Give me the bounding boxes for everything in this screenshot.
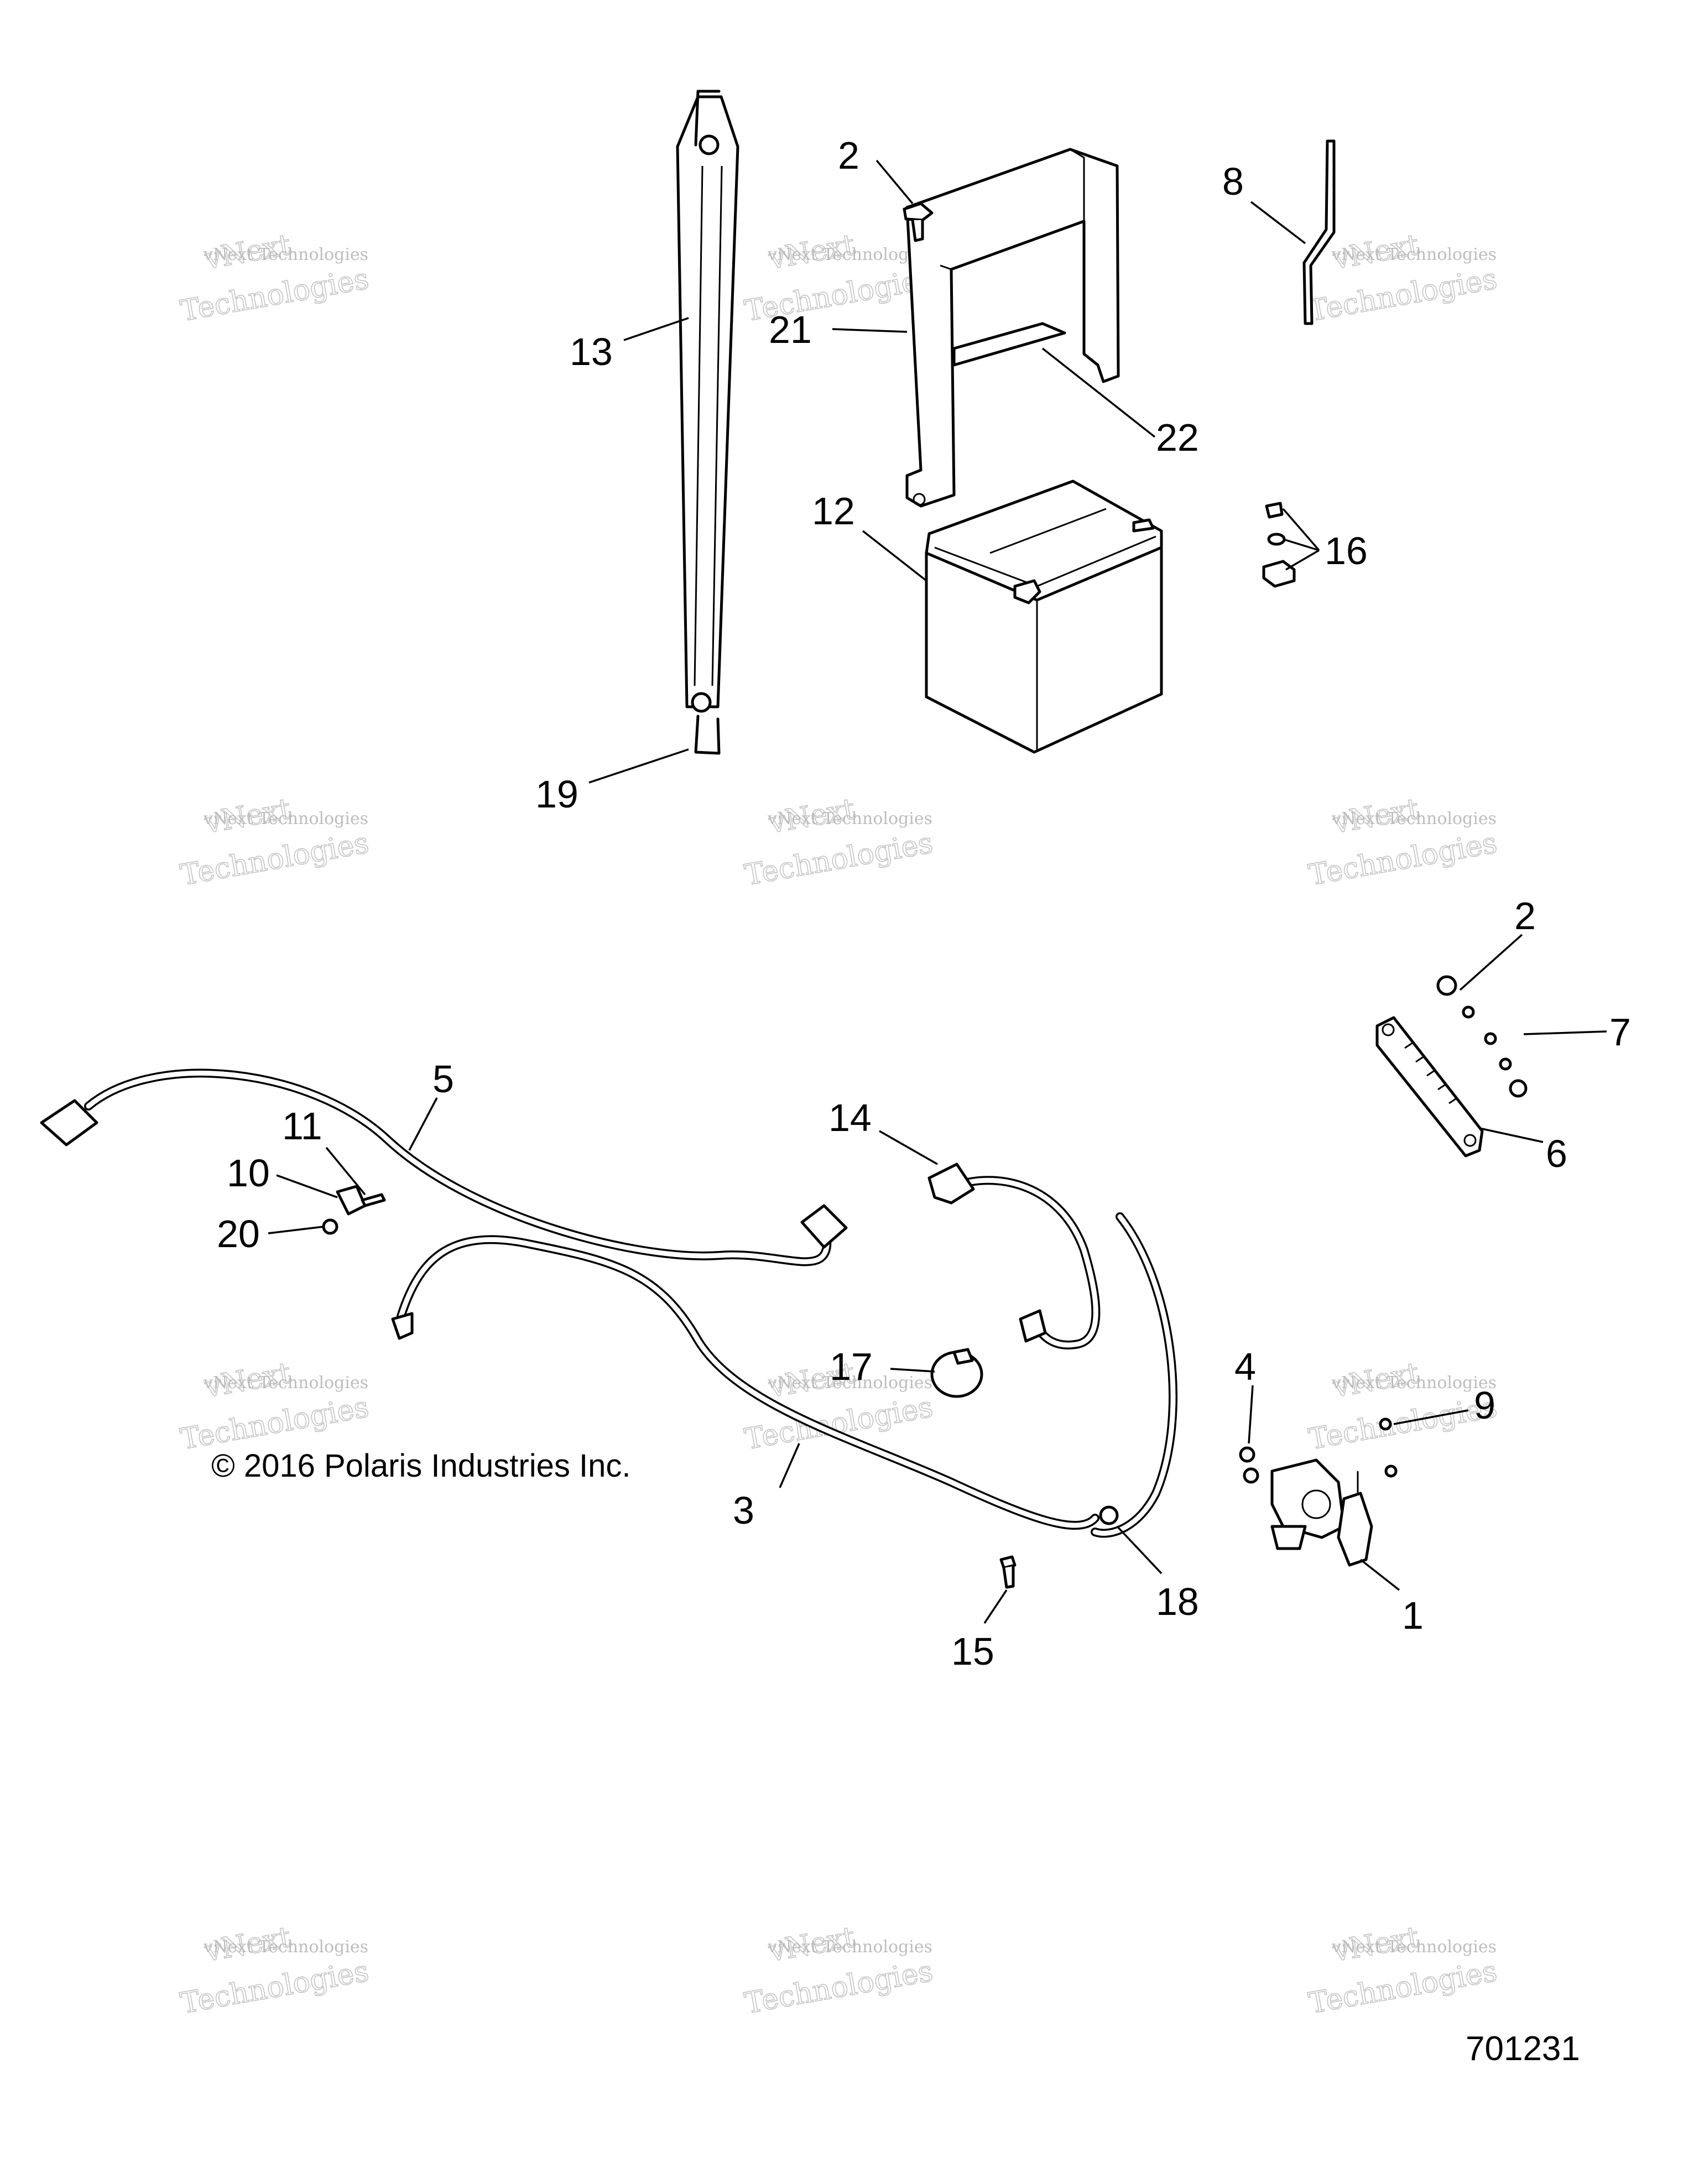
- callout-3: 3: [733, 1489, 754, 1532]
- cable-part-18-lead: [1091, 1212, 1177, 1538]
- callout-19: 19: [535, 773, 579, 816]
- watermark-large: Technologies: [178, 262, 371, 328]
- callout-18: 18: [1156, 1580, 1199, 1623]
- callout-8: 8: [1222, 160, 1244, 203]
- watermark-small: vNext Technologies: [767, 1937, 932, 1957]
- push-pin-part-15: [999, 1555, 1017, 1589]
- cable-part-14: [927, 1163, 1101, 1349]
- callout-13: 13: [570, 330, 613, 373]
- terminal-bolt-part-16: [1262, 502, 1296, 588]
- callout-21: 21: [769, 308, 812, 351]
- callout-12: 12: [812, 489, 855, 533]
- nuts-part-7: [1462, 1005, 1528, 1098]
- solenoid-part-1: [1270, 1458, 1373, 1567]
- callout-15: 15: [951, 1630, 994, 1673]
- callout-16: 16: [1325, 529, 1368, 572]
- callout-6: 6: [1546, 1132, 1567, 1175]
- hose-clamp-part-17: [930, 1348, 983, 1398]
- leader-lines: [268, 159, 1607, 1624]
- callout-7: 7: [1609, 1010, 1631, 1054]
- terminal-block-part-6: [1375, 1016, 1484, 1158]
- watermark-7: Technologies vNext vNext Technologies: [178, 1356, 372, 1457]
- screw-part-11: [361, 1193, 386, 1207]
- callout-14: 14: [828, 1096, 872, 1139]
- bolt-part-2-top: [903, 202, 934, 242]
- watermark-5: Technologies vNext vNext Technologies: [742, 792, 936, 893]
- callout-4: 4: [1234, 1345, 1256, 1388]
- nut-part-20: [322, 1218, 338, 1235]
- watermark-12: Technologies vNext vNext Technologies: [1306, 1920, 1500, 2021]
- watermark-6: Technologies vNext vNext Technologies: [1306, 792, 1500, 893]
- callout-11: 11: [282, 1104, 322, 1148]
- watermark-small: vNext Technologies: [203, 809, 368, 828]
- cable-part-5: [40, 1068, 848, 1266]
- watermark-3: Technologies vNext vNext Technologies: [1306, 228, 1500, 329]
- watermark-small: vNext Technologies: [1331, 1937, 1497, 1957]
- watermark-small: vNext Technologies: [203, 1373, 368, 1393]
- watermark-10: Technologies vNext vNext Technologies: [178, 1920, 372, 2021]
- callout-10: 10: [227, 1151, 270, 1195]
- watermark-small: vNext Technologies: [1331, 245, 1497, 264]
- nuts-part-4: [1239, 1446, 1259, 1484]
- watermark-large: Technologies: [742, 1954, 935, 2020]
- watermark-small: vNext Technologies: [767, 1373, 932, 1393]
- watermark-small: vNext Technologies: [203, 1937, 368, 1957]
- watermark-11: Technologies vNext vNext Technologies: [742, 1920, 936, 2021]
- watermark-large: Technologies: [742, 826, 935, 892]
- watermark-small: vNext Technologies: [1331, 809, 1497, 828]
- figure-number: 701231: [1466, 2030, 1580, 2068]
- watermark-4: Technologies vNext vNext Technologies: [178, 792, 372, 893]
- watermark-large: Technologies: [178, 1954, 371, 2020]
- watermark-small: vNext Technologies: [767, 245, 932, 264]
- grommet-part-18: [1099, 1505, 1119, 1525]
- screws-part-9: [1379, 1417, 1398, 1478]
- battery-part-12: [925, 479, 1163, 754]
- watermark-large: Technologies: [178, 826, 371, 892]
- battery-pad-part-22: [952, 322, 1066, 367]
- watermark-small: vNext Technologies: [1331, 1373, 1497, 1393]
- watermark-9: Technologies vNext vNext Technologies: [1306, 1356, 1500, 1457]
- watermark-large: Technologies: [1306, 1390, 1499, 1456]
- watermark-1: Technologies vNext vNext Technologies: [178, 228, 372, 329]
- battery-bracket-part-21: [905, 148, 1120, 508]
- callout-2-top: 2: [838, 134, 859, 177]
- battery-strap-part-13: [676, 90, 739, 713]
- watermark-large: Technologies: [1306, 1954, 1499, 2020]
- callout-5: 5: [432, 1057, 454, 1101]
- vent-rod-part-8: [1302, 139, 1336, 325]
- callout-22: 22: [1156, 416, 1199, 459]
- watermark-large: Technologies: [1306, 262, 1499, 328]
- watermark-small: vNext Technologies: [767, 809, 932, 828]
- watermark-large: Technologies: [178, 1390, 371, 1456]
- watermark-large: Technologies: [1306, 826, 1499, 892]
- callout-17: 17: [830, 1345, 873, 1388]
- callout-1: 1: [1402, 1594, 1424, 1637]
- watermark-small: vNext Technologies: [203, 245, 368, 264]
- callouts: 2 8 13 21 22 12 16 19 2 7 6 5 11 10 20 1…: [217, 134, 1631, 1673]
- copyright-notice: © 2016 Polaris Industries Inc.: [211, 1448, 630, 1484]
- callout-2-right: 2: [1514, 894, 1536, 937]
- strap-hook-part-19: [694, 715, 721, 755]
- callout-20: 20: [217, 1212, 260, 1255]
- cable-part-3: [391, 1235, 1099, 1530]
- bolt-part-2-right: [1436, 975, 1457, 996]
- callout-9: 9: [1474, 1384, 1495, 1427]
